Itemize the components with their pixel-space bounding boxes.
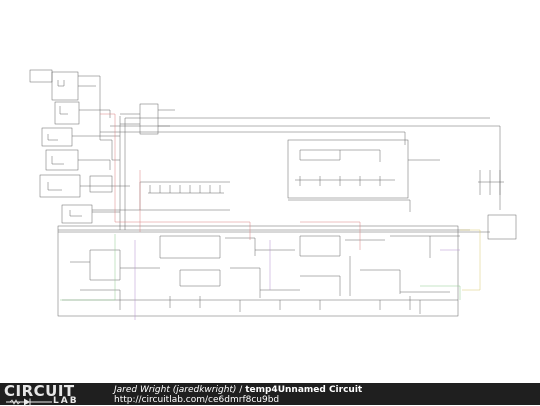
block-resistor-bank bbox=[89, 175, 230, 211]
wire-yellow bbox=[460, 229, 481, 291]
logo-word: CIRCUIT bbox=[4, 382, 75, 400]
block-far-right bbox=[478, 170, 517, 240]
wire-green bbox=[60, 234, 461, 301]
block-right-upper bbox=[287, 139, 440, 212]
author-name[interactable]: Jared Wright (jaredkwright) bbox=[114, 385, 237, 395]
schematic-canvas[interactable] bbox=[0, 0, 540, 383]
logo-diode-icon bbox=[6, 398, 52, 406]
block-top-left bbox=[29, 69, 130, 224]
circuitlab-logo[interactable]: CIRCUIT LAB bbox=[4, 382, 104, 406]
block-upper-mid bbox=[100, 103, 501, 230]
wire-red bbox=[100, 113, 361, 250]
circuit-url[interactable]: http://circuitlab.com/ce6dmrf8cu9bd bbox=[114, 395, 280, 405]
block-lower-frame bbox=[57, 225, 490, 317]
wire-purple bbox=[134, 240, 460, 320]
logo-sub: LAB bbox=[53, 396, 79, 406]
footer-bar: CIRCUIT LAB Jared Wright (jaredkwright) … bbox=[0, 382, 540, 406]
author-line: Jared Wright (jaredkwright) / temp4Unnam… bbox=[114, 385, 362, 395]
separator: / bbox=[236, 385, 246, 395]
circuit-title[interactable]: temp4Unnamed Circuit bbox=[245, 385, 363, 395]
